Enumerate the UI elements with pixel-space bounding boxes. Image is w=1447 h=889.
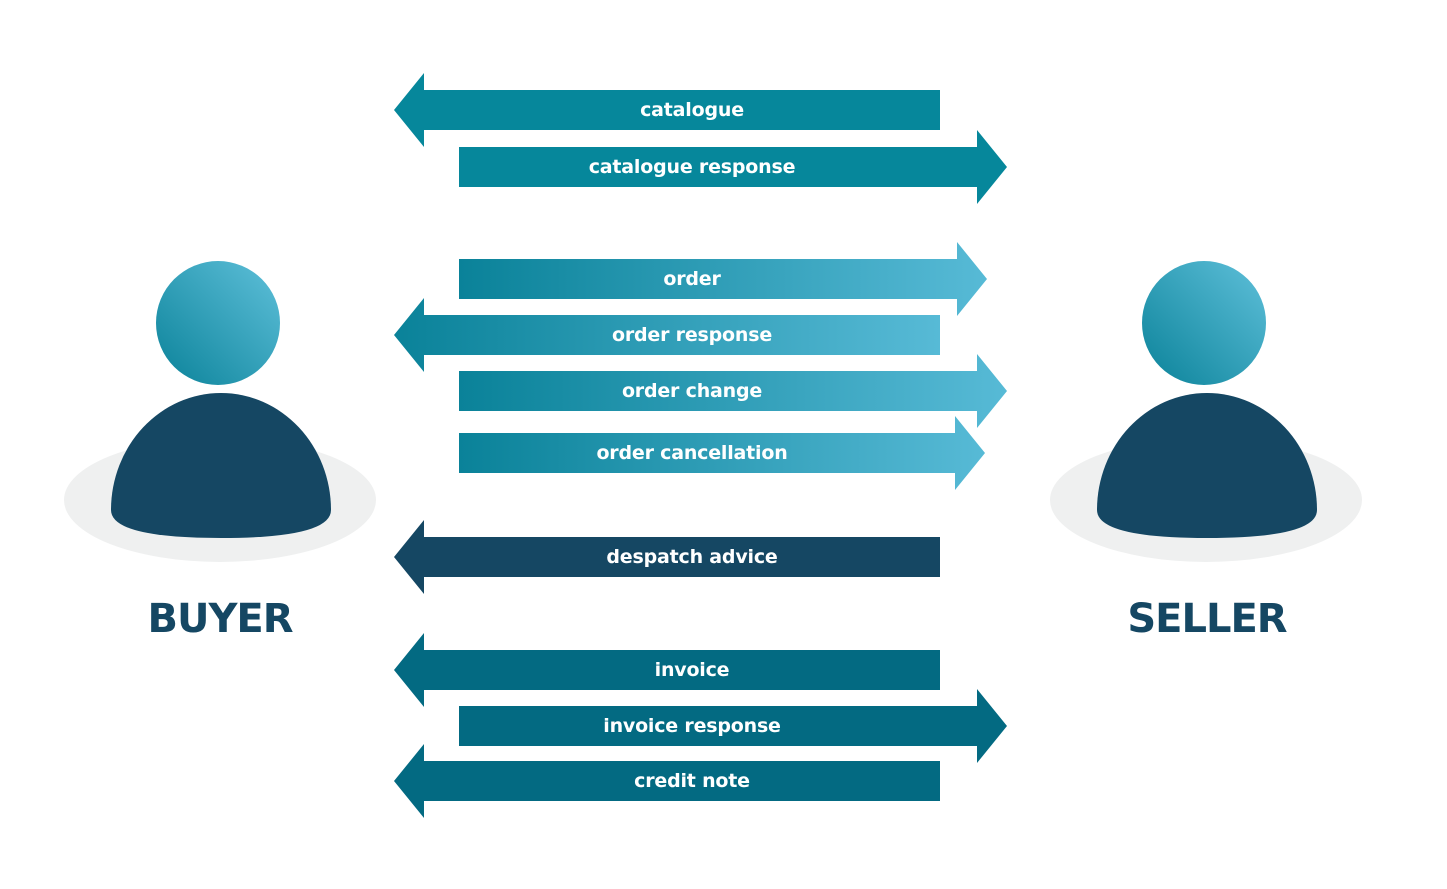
message-label: order	[663, 268, 721, 290]
message-arrows	[394, 73, 1007, 818]
arrow-to-seller	[459, 354, 1007, 428]
message-label: order response	[611, 324, 773, 346]
arrow-to-buyer	[394, 73, 940, 147]
arrow-to-seller	[459, 689, 1007, 763]
seller-label: SELLER	[1127, 596, 1287, 642]
message-label: catalogue response	[588, 156, 796, 178]
seller-figure	[1050, 261, 1362, 562]
message-label: invoice	[654, 659, 730, 681]
message-label: order cancellation	[596, 442, 788, 464]
arrow-to-seller	[459, 416, 985, 490]
arrow-to-buyer	[394, 298, 940, 372]
seller-head	[1142, 261, 1266, 385]
seller-body	[1097, 393, 1317, 538]
arrow-to-buyer	[394, 744, 940, 818]
message-label: credit note	[634, 770, 750, 792]
arrow-to-seller	[459, 130, 1007, 204]
arrow-to-seller	[459, 242, 987, 316]
message-label: order change	[621, 380, 763, 402]
arrow-to-buyer	[394, 520, 940, 594]
arrow-to-buyer	[394, 633, 940, 707]
buyer-figure	[64, 261, 376, 562]
message-label: invoice response	[603, 715, 781, 737]
buyer-label: BUYER	[147, 596, 293, 642]
message-label: catalogue	[640, 99, 744, 121]
buyer-body	[111, 393, 331, 538]
buyer-head	[156, 261, 280, 385]
message-label: despatch advice	[606, 546, 778, 568]
